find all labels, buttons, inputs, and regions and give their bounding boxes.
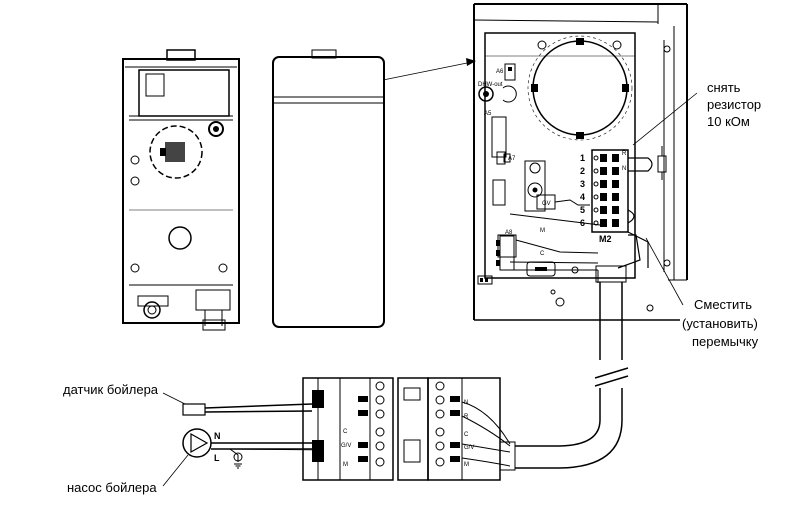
label-boiler-pump: насос бойлера: [67, 480, 157, 495]
right-plug: [397, 377, 516, 481]
left-plug-label-c: C: [343, 429, 348, 435]
board-label-a7: A7: [508, 156, 516, 162]
label-move-jumper-1: Сместить: [694, 297, 752, 312]
left-plug-label-gv: G/V: [341, 443, 351, 449]
board-label-a8: A8: [505, 230, 513, 236]
control-board: [473, 3, 698, 321]
boiler-front-view: [272, 49, 476, 328]
board-label-a5: A5: [484, 111, 492, 117]
wire-label-n: N: [622, 166, 626, 172]
label-remove-resistor-1: снять: [707, 80, 741, 95]
board-label-dhw-out: DHW-out: [478, 82, 503, 88]
label-boiler-sensor: датчик бойлера: [63, 382, 159, 397]
pump-label-n: N: [214, 431, 221, 441]
terminal-number: 2: [580, 166, 585, 176]
terminal-number: 4: [580, 192, 585, 202]
boiler-back-view: [122, 49, 240, 331]
label-remove-resistor-3: 10 кОм: [707, 114, 750, 129]
sensor-icon: [182, 403, 206, 416]
terminal-number: 5: [580, 205, 585, 215]
left-plug-label-m: M: [343, 462, 348, 468]
right-plug-label-c: C: [464, 432, 469, 438]
sensor-and-pump: [162, 392, 313, 487]
cable: [515, 282, 629, 469]
label-move-jumper-3: перемычку: [692, 334, 759, 349]
terminal-block-label: M2: [599, 234, 612, 244]
right-plug-label-r: R: [464, 414, 469, 420]
terminal-number: 1: [580, 153, 585, 163]
terminal-number: 6: [580, 218, 585, 228]
board-label-a6: A6: [496, 69, 504, 75]
board-label-c: C: [540, 251, 545, 257]
terminal-number: 3: [580, 179, 585, 189]
label-remove-resistor-2: резистор: [707, 97, 761, 112]
right-plug-label-m: M: [464, 462, 469, 468]
wire-label-r: R: [622, 151, 627, 157]
label-move-jumper-2: (установить): [682, 316, 758, 331]
pump-label-l: L: [214, 453, 220, 463]
board-label-gv: GV: [542, 201, 551, 207]
right-plug-label-gv: G/V: [464, 445, 474, 451]
earth-icon: [233, 452, 243, 462]
board-label-m: M: [540, 228, 545, 234]
right-plug-label-n: N: [464, 400, 468, 406]
left-plug: [302, 377, 394, 481]
